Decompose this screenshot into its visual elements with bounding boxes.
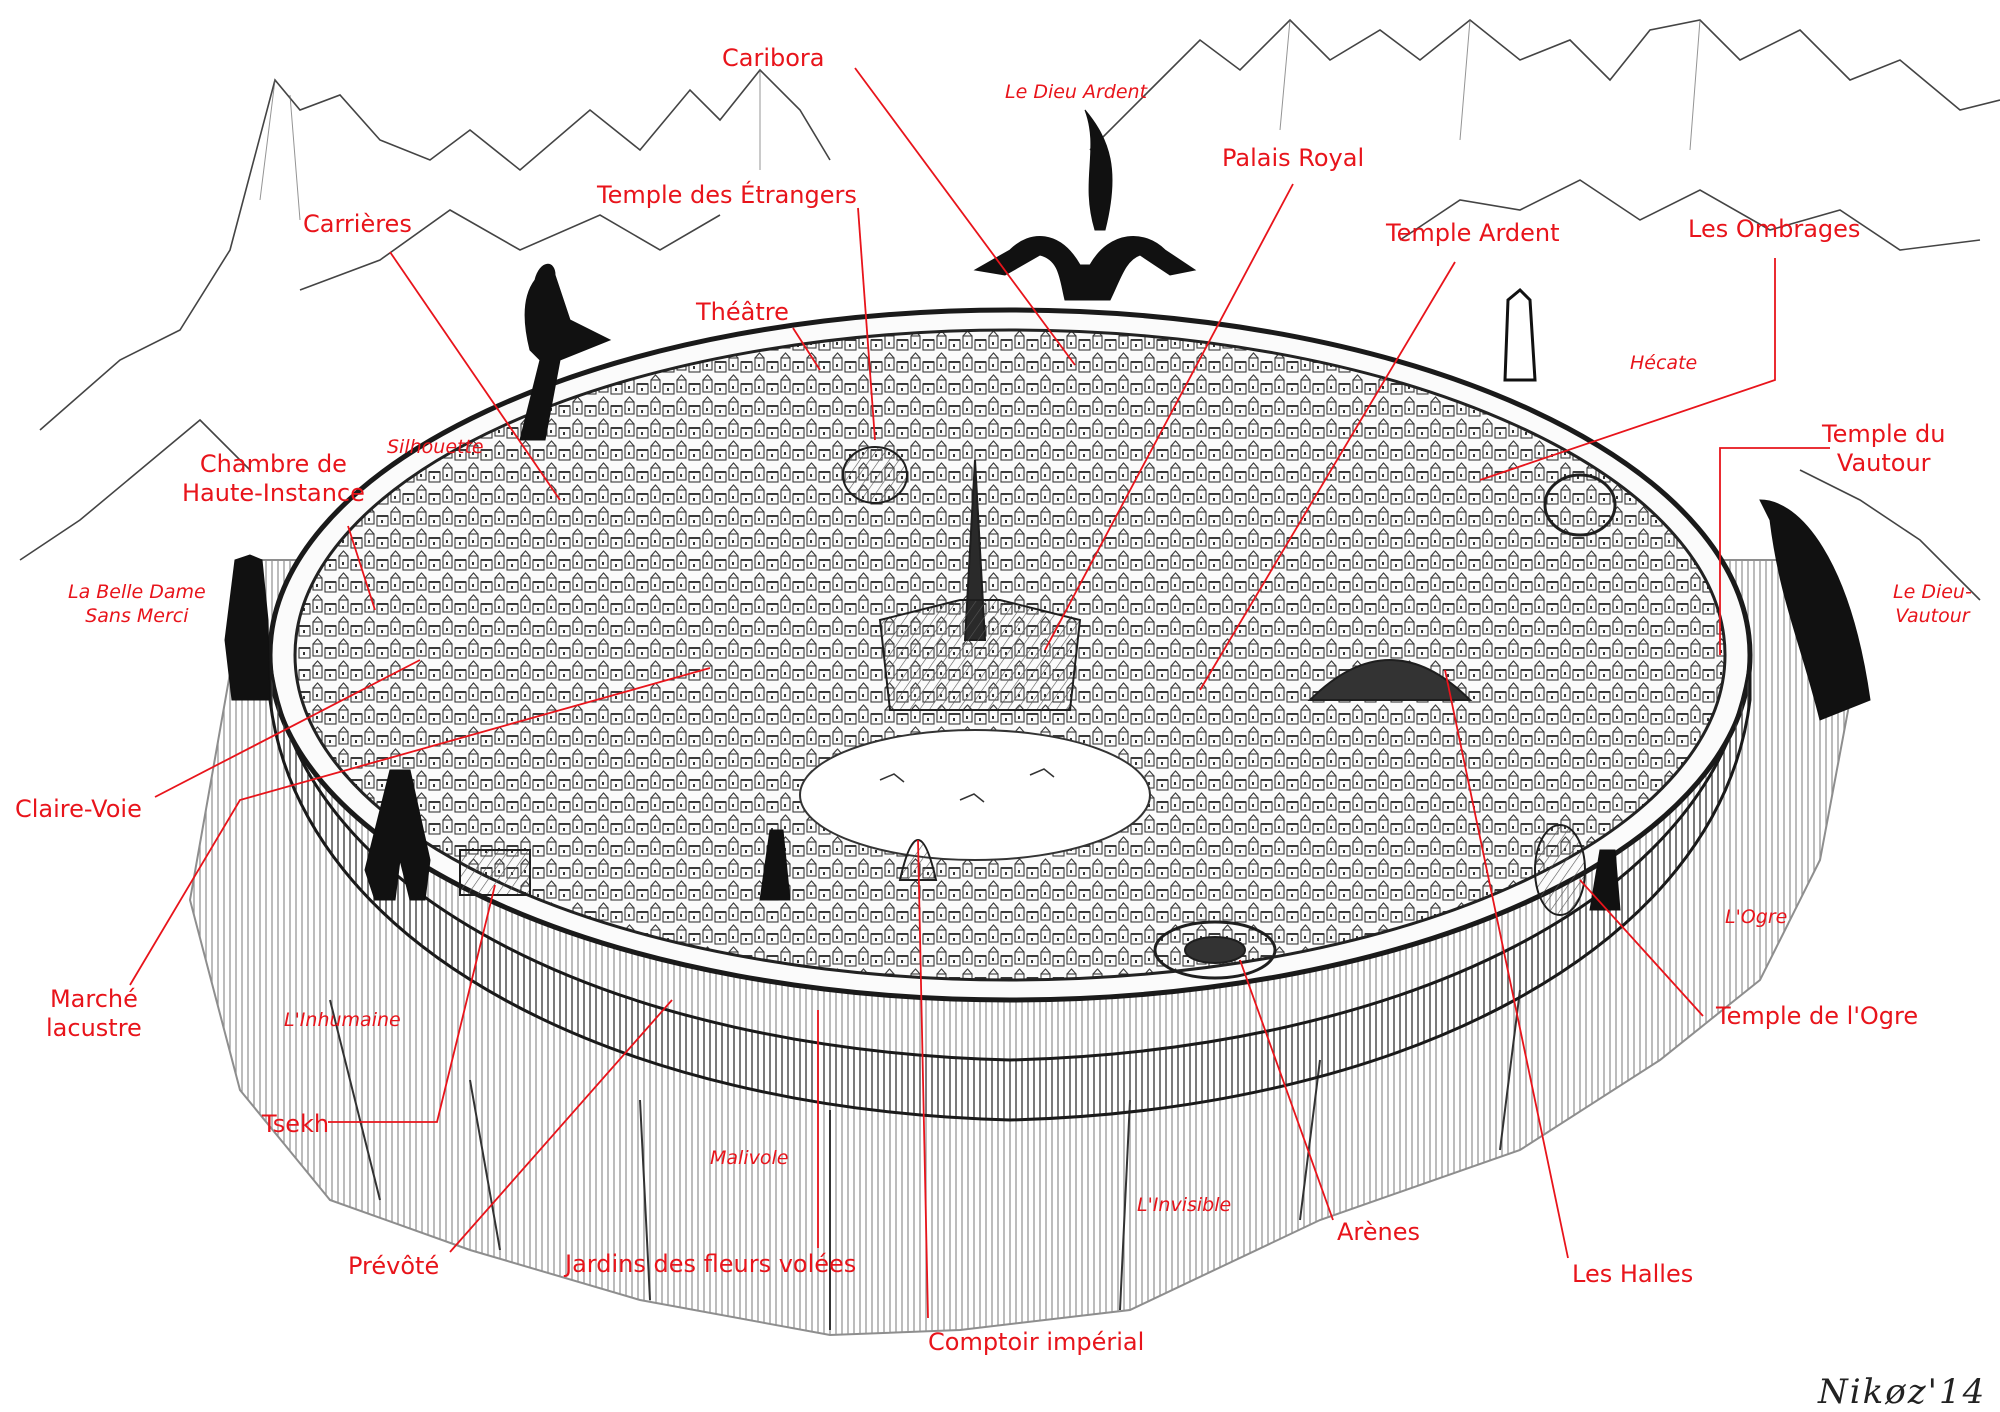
- god-belle-dame-line2: Sans Merci: [85, 605, 189, 627]
- tented-market: [1307, 659, 1473, 701]
- label-claire-voie: Claire-Voie: [15, 795, 142, 823]
- ogre-figure: [1589, 849, 1621, 911]
- label-chambre-line1: Chambre de: [199, 450, 347, 478]
- label-temple-du-vautour: Temple du Vautour: [1822, 420, 1945, 478]
- label-palais-royal: Palais Royal: [1222, 144, 1365, 172]
- cliff-fissures: [329, 989, 1521, 1330]
- god-malivole: Malivole: [710, 1147, 789, 1169]
- background-mountains: [19, 18, 2000, 601]
- god-vautour-line2: Vautour: [1895, 605, 1970, 627]
- theatre-dome: [842, 446, 908, 504]
- god-dieu-ardent: Le Dieu Ardent: [1005, 81, 1148, 103]
- temple-vautour-ring: [1543, 473, 1617, 537]
- label-caribora: Caribora: [722, 44, 825, 72]
- city-wall-face: [268, 659, 1752, 1122]
- label-marche-line1: Marché: [49, 985, 138, 1013]
- artist-signature: Nikøz'14: [1818, 1372, 1987, 1412]
- belle-dame-figure: [224, 554, 271, 701]
- label-temple-ardent: Temple Ardent: [1386, 219, 1560, 247]
- malivole-figure: [759, 829, 791, 901]
- label-carrieres: Carrières: [303, 210, 412, 238]
- god-dieu-vautour: Le Dieu- Vautour: [1893, 580, 1972, 628]
- leader-lines: [129, 67, 1830, 1319]
- inhumaine-figure: [364, 769, 431, 901]
- label-chambre-line2: Haute-Instance: [182, 479, 365, 507]
- arena: [1153, 920, 1277, 980]
- god-figures: [224, 109, 1871, 911]
- mountain-shading: [259, 19, 1701, 221]
- label-marche-lacustre: Marché lacustre: [46, 985, 142, 1043]
- label-comptoir-imperial: Comptoir impérial: [928, 1328, 1145, 1356]
- god-ogre: L'Ogre: [1725, 906, 1788, 928]
- label-arenes: Arènes: [1337, 1218, 1421, 1246]
- label-les-ombrages: Les Ombrages: [1688, 215, 1861, 243]
- hecate-figure: [1503, 287, 1537, 382]
- god-belle-dame-line1: La Belle Dame: [68, 581, 206, 603]
- label-chambre-haute-instance: Chambre de Haute-Instance: [182, 450, 365, 508]
- god-invisible: L'Invisible: [1137, 1194, 1232, 1216]
- dieu-ardent-flame: [1084, 109, 1113, 231]
- label-vautour-line2: Vautour: [1836, 449, 1931, 477]
- god-inhumaine: L'Inhumaine: [284, 1009, 401, 1031]
- lake-boats: [879, 768, 1055, 803]
- vautour-figure: [1759, 499, 1871, 721]
- label-theatre: Théâtre: [696, 298, 789, 326]
- label-tsekh: Tsekh: [262, 1110, 330, 1138]
- label-temple-ogre: Temple de l'Ogre: [1716, 1002, 1919, 1030]
- god-silhouette: Silhouette: [387, 436, 484, 458]
- label-prevote: Prévôté: [348, 1252, 440, 1280]
- silhouette-figure: [519, 263, 612, 441]
- label-vautour-line1: Temple du: [1822, 420, 1946, 448]
- god-vautour-line1: Le Dieu-: [1893, 581, 1972, 603]
- label-marche-line2: lacustre: [46, 1014, 142, 1042]
- label-temple-etrangers: Temple des Étrangers: [597, 181, 857, 209]
- label-jardins: Jardins des fleurs volées: [565, 1250, 857, 1278]
- god-hecate: Hécate: [1630, 352, 1698, 374]
- palais-royal-body: [878, 599, 1082, 711]
- temple-ogre: [1534, 824, 1586, 916]
- structures: [459, 446, 1617, 980]
- label-les-halles: Les Halles: [1572, 1260, 1694, 1288]
- dieu-ardent-figure: [973, 236, 1197, 301]
- god-belle-dame-sans-merci: La Belle Dame Sans Merci: [68, 580, 206, 628]
